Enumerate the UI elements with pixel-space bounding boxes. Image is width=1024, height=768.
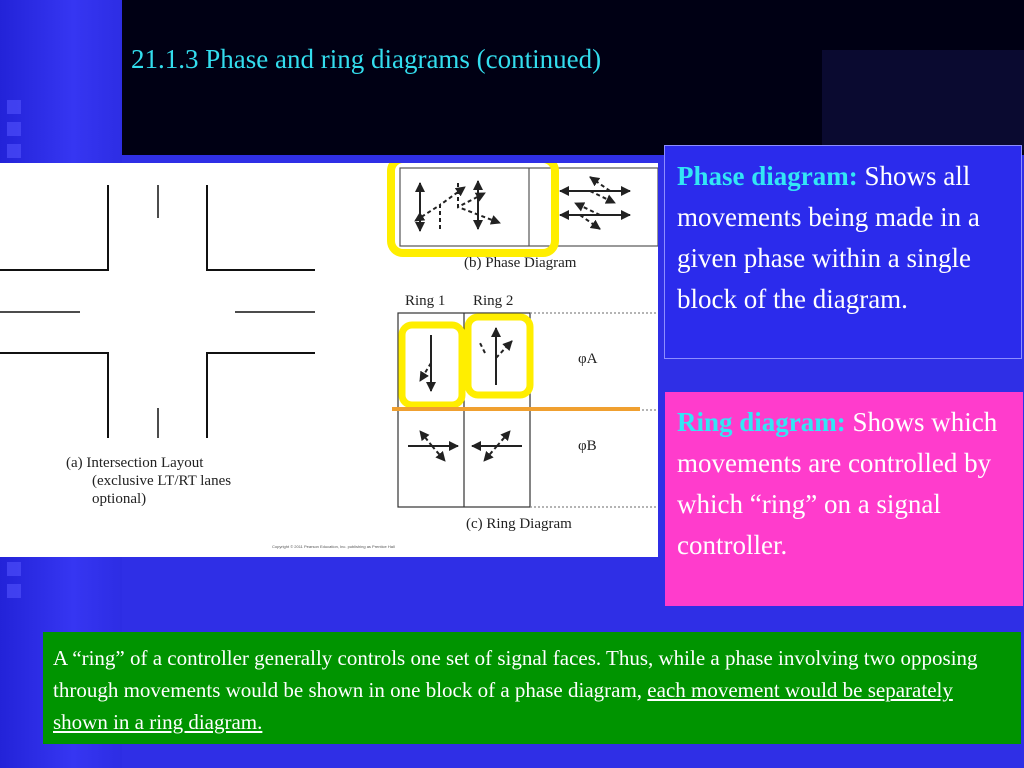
phase-a-label: φA: [578, 351, 598, 367]
ring-arrows: [408, 327, 522, 462]
label-a-2: (exclusive LT/RT lanes: [92, 473, 231, 489]
ring-1-label: Ring 1: [405, 293, 445, 309]
ring-2-label: Ring 2: [473, 293, 513, 309]
phase-diagram: [387, 163, 658, 257]
slide-title: 21.1.3 Phase and ring diagrams (continue…: [131, 44, 602, 74]
phase-heading: Phase diagram:: [677, 161, 858, 191]
footer-explanation: A “ring” of a controller generally contr…: [43, 632, 1021, 744]
intersection-layout: [0, 185, 315, 438]
label-a-3: optional): [92, 491, 146, 507]
label-a-1: (a) Intersection Layout: [66, 455, 204, 471]
ring-heading: Ring diagram:: [677, 407, 846, 437]
intersection-figure: (a) Intersection Layout (exclusive LT/RT…: [0, 163, 658, 557]
copyright-note: Copyright © 2011 Pearson Education, Inc.…: [272, 544, 395, 549]
phase-b-arrows: [559, 176, 631, 230]
footer-underlined: each movement would be separately shown …: [53, 678, 953, 734]
phase-b-label: φB: [578, 438, 597, 454]
footer-text: A “ring” of a controller generally contr…: [53, 646, 978, 702]
phase-body: Shows all movements being made in a give…: [677, 161, 980, 314]
ring-body: Shows which movements are controlled by …: [677, 407, 998, 560]
ring-diagram-definition: Ring diagram: Shows which movements are …: [665, 392, 1023, 606]
phase-a-arrows: [414, 180, 501, 232]
ring-2-highlight: [464, 313, 534, 399]
figure-svg: (a) Intersection Layout (exclusive LT/RT…: [0, 163, 658, 549]
top-dark-band: [122, 0, 1024, 155]
phase-highlight: [387, 163, 559, 257]
label-b: (b) Phase Diagram: [464, 255, 577, 271]
phase-diagram-definition: Phase diagram: Shows all movements being…: [664, 145, 1022, 359]
label-c: (c) Ring Diagram: [466, 516, 572, 532]
ring-1-highlight: [398, 321, 466, 409]
